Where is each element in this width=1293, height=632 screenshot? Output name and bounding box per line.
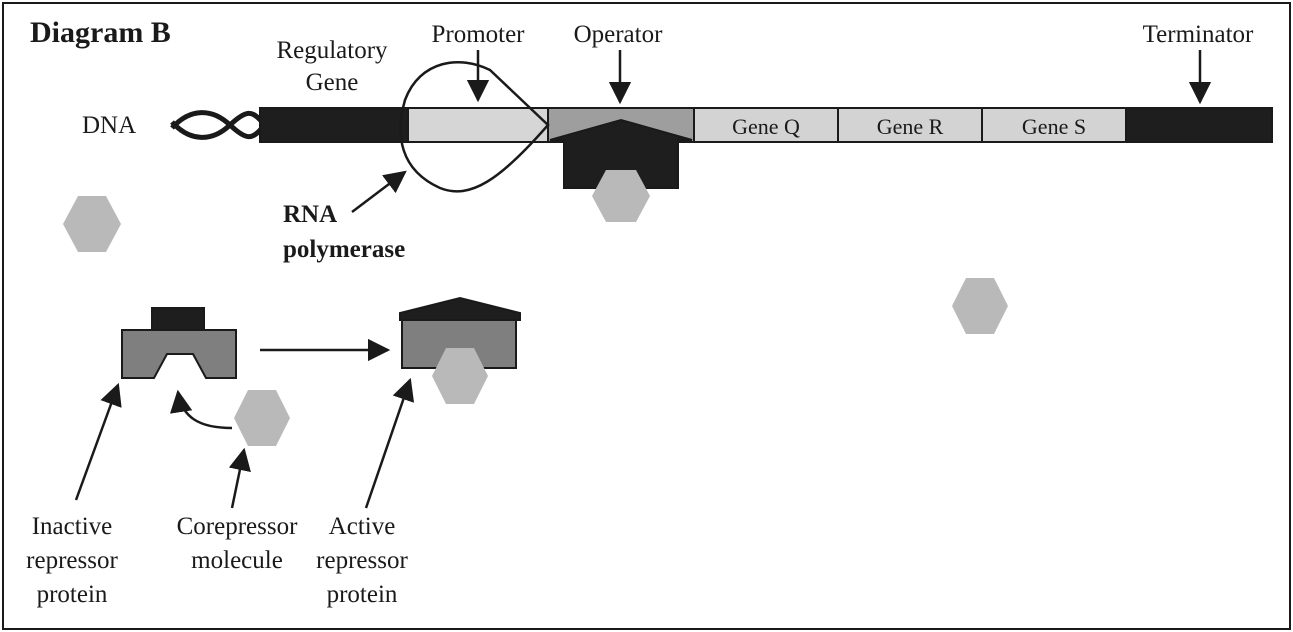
free-corepressor-right [952,278,1008,334]
active-repressor-label-line1: Active [329,513,396,540]
inactive-repressor-label-line3: protein [37,581,108,608]
binding-curve-arrow [169,389,233,430]
rna-polymerase-label-line2: polymerase [283,236,405,263]
active-repressor-label-line3: protein [327,581,398,608]
gene-s-segment [981,107,1127,143]
active-repressor-corepressor [432,348,488,404]
gene-r-label: Gene R [877,114,944,139]
corepressor-label-line1: Corepressor [177,513,298,540]
regulatory-gene-label-line2: Gene [306,69,359,96]
inactive-repressor-arrow [74,382,122,501]
inactive-repressor-body [121,329,237,379]
promoter-segment [407,107,551,143]
terminator-segment [1125,107,1273,143]
inactive-repressor-label-line1: Inactive [32,513,113,540]
regulatory-gene-segment [259,107,411,143]
rna-polymerase-arrow [351,170,407,213]
dna-label: DNA [82,112,136,139]
active-repressor-label-line2: repressor [316,547,408,574]
rna-polymerase-label-line1: RNA [283,201,337,228]
inactive-repressor-top [151,307,205,331]
free-corepressor-left [63,196,121,252]
active-repressor-arrow [364,377,415,509]
corepressor-label-line2: molecule [191,547,283,574]
diagram-title: Diagram B [30,16,171,49]
operator-label: Operator [574,21,664,48]
bound-corepressor [592,170,650,222]
corepressor-arrow [228,447,251,509]
promoter-label: Promoter [431,21,525,48]
inactive-repressor-label-line2: repressor [26,547,118,574]
regulatory-gene-label-line1: Regulatory [276,37,388,64]
gene-q-segment [693,107,839,143]
dna-strand-2 [170,110,264,140]
gene-q-label: Gene Q [732,114,800,139]
corepressor-molecule [234,390,290,446]
terminator-label: Terminator [1143,21,1254,48]
rna-polymerase-shape [399,61,550,193]
bound-repressor [549,118,693,189]
gene-s-label: Gene S [1022,114,1086,139]
